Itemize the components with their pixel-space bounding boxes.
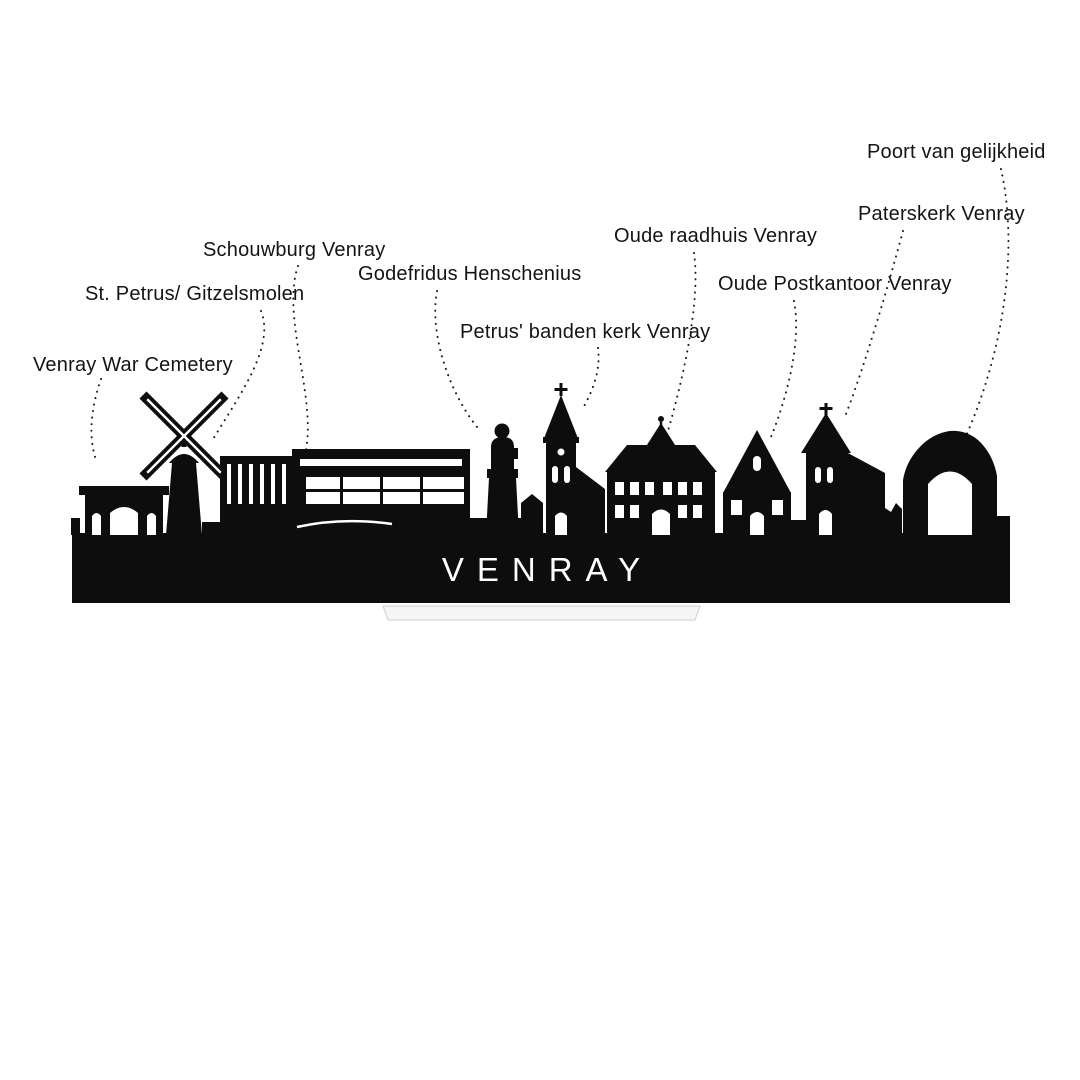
theatre-mullions [306, 477, 464, 504]
display-stand [382, 605, 701, 621]
base-plate [72, 533, 1010, 603]
leader-line-oude-postkantoor [770, 300, 798, 438]
label-schouwburg-venray: Schouwburg Venray [203, 239, 386, 261]
leader-line-petrus-banden-kerk [581, 347, 600, 411]
postkantoor-silhouette [723, 430, 806, 535]
leader-line-paterskerk [845, 230, 904, 415]
leader-lines [90, 168, 1010, 461]
label-st-petrus-gitzelsmolen: St. Petrus/ Gitzelsmolen [85, 283, 305, 305]
leader-line-oude-raadhuis [667, 252, 697, 432]
label-petrus-banden-kerk-venray: Petrus' banden kerk Venray [460, 321, 711, 343]
label-paterskerk-venray: Paterskerk Venray [858, 203, 1025, 225]
statue-silhouette [486, 423, 519, 535]
paterskerk-silhouette [801, 403, 902, 535]
city-name-text: VENRAY [441, 551, 654, 588]
leader-line-godefridus-henschenius [434, 290, 478, 428]
label-venray-war-cemetery: Venray War Cemetery [33, 354, 233, 376]
label-oude-raadhuis-venray: Oude raadhuis Venray [614, 225, 818, 247]
label-godefridus-henschenius: Godefridus Henschenius [358, 263, 582, 285]
leader-line-st-petrus-gitzelsmolen [211, 310, 266, 442]
leader-line-poort-van-gelijkheid [965, 168, 1010, 437]
church-silhouette [521, 383, 605, 535]
label-poort-van-gelijkheid: Poort van gelijkheid [867, 141, 1046, 163]
leader-line-schouwburg-venray [292, 265, 309, 451]
leader-line-venray-war-cemetery [90, 378, 102, 461]
label-oude-postkantoor-venray: Oude Postkantoor Venray [718, 273, 952, 295]
